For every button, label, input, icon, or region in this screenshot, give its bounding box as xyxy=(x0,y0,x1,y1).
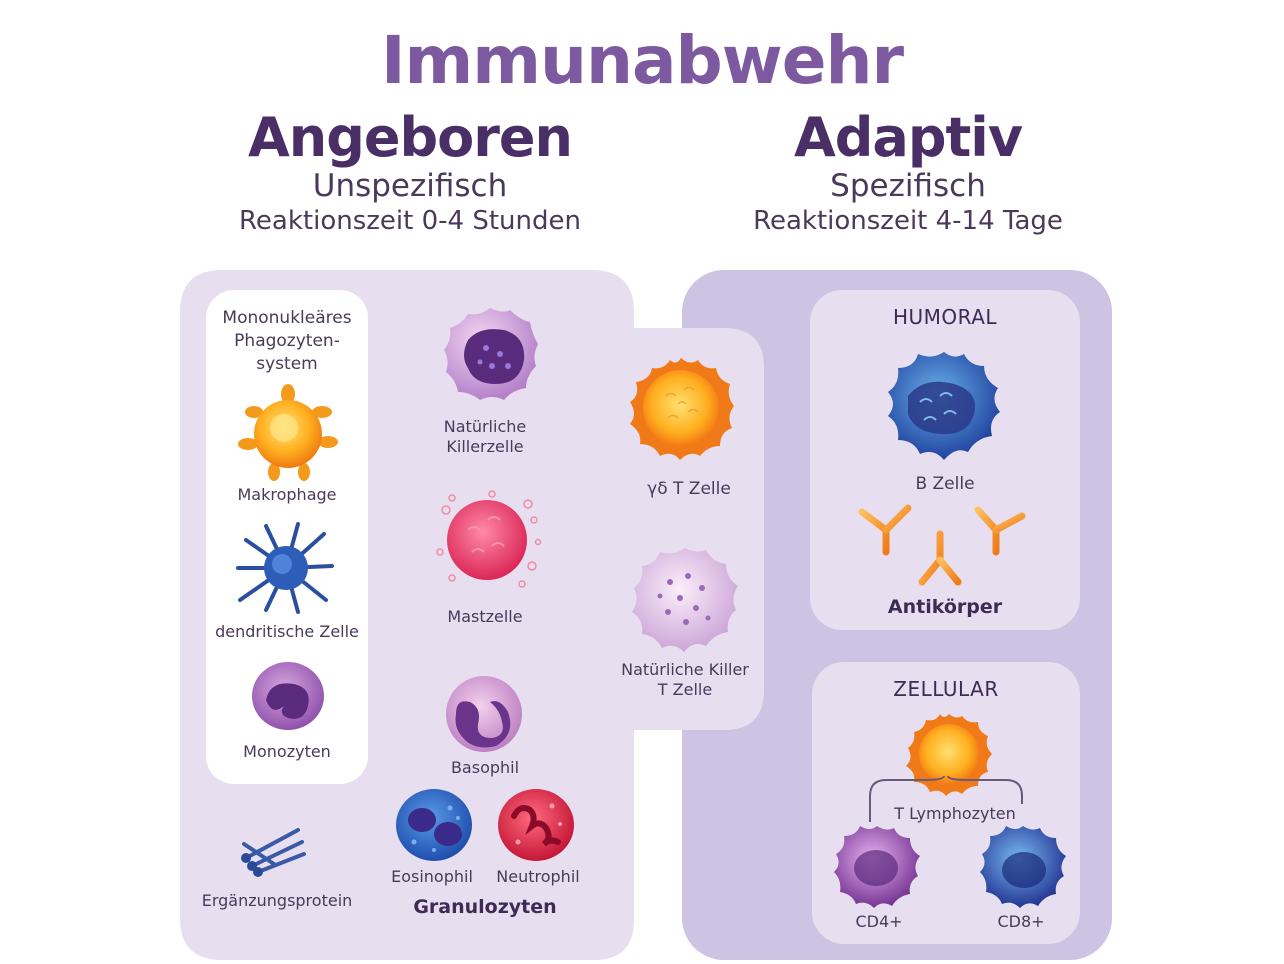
t-lymphocyte-icon xyxy=(906,714,992,796)
nk-cell-label: Natürliche Killerzelle xyxy=(410,417,560,457)
antibody-left xyxy=(858,504,912,560)
mps-title-line-2: Phagozyten- xyxy=(234,331,340,351)
nkt-cell-icon xyxy=(632,548,738,652)
mps-title-line-3: system xyxy=(256,354,318,374)
cd8-cell-icon xyxy=(980,826,1066,908)
dendritic-cell-label: dendritische Zelle xyxy=(215,622,359,641)
complement-protein-icon xyxy=(241,828,306,877)
humoral-title: HUMORAL xyxy=(892,305,998,329)
cd4-cell-icon xyxy=(834,826,920,908)
t-lymphocyte-connector xyxy=(869,775,1023,822)
monocyte-icon xyxy=(252,662,324,730)
neutrophil-label: Neutrophil xyxy=(496,867,580,886)
nk-cell-icon xyxy=(444,308,538,400)
nkt-cell-label-line-2: T Zelle xyxy=(657,680,713,699)
macrophage-label: Makrophage xyxy=(237,485,337,504)
antibody-middle xyxy=(918,530,962,586)
innate-subheading: Unspezifisch xyxy=(312,168,508,204)
mps-title-line-1: Mononukleäres xyxy=(222,308,352,328)
adaptive-heading: Adaptiv xyxy=(793,106,1023,169)
complement-protein-label: Ergänzungsprotein xyxy=(201,891,353,910)
adaptive-header: Adaptiv Spezifisch Reaktionszeit 4-14 Ta… xyxy=(658,108,1158,238)
nkt-cell-label: Natürliche Killer T Zelle xyxy=(606,660,764,700)
eosinophil-icon xyxy=(396,789,472,861)
nkt-cell-label-line-1: Natürliche Killer xyxy=(621,660,749,679)
monocyte-label: Monozyten xyxy=(243,742,331,761)
mast-cell-label: Mastzelle xyxy=(447,607,523,626)
neutrophil-icon xyxy=(498,789,574,861)
mast-cell-icon xyxy=(436,490,542,588)
cellular-title: ZELLULAR xyxy=(893,677,999,701)
innate-heading: Angeboren xyxy=(248,106,573,169)
b-cell-icon xyxy=(888,352,1000,460)
antibody-right xyxy=(974,506,1026,560)
macrophage-icon xyxy=(238,384,338,481)
nk-cell-label-line-1: Natürliche xyxy=(443,417,527,436)
antibodies-icon xyxy=(858,504,1026,586)
gamma-delta-t-cell-icon xyxy=(630,358,734,460)
basophil-icon xyxy=(446,676,522,752)
cd4-label: CD4+ xyxy=(855,912,903,931)
cd8-label: CD8+ xyxy=(997,912,1045,931)
gamma-delta-t-cell-label: γδ T Zelle xyxy=(647,479,731,499)
adaptive-reaction-time: Reaktionszeit 4-14 Tage xyxy=(753,206,1063,236)
antibodies-label: Antikörper xyxy=(887,596,1003,618)
innate-reaction-time: Reaktionszeit 0-4 Stunden xyxy=(239,206,581,236)
mps-title: Mononukleäres Phagozyten- system xyxy=(206,307,368,376)
granulocytes-label: Granulozyten xyxy=(413,896,557,918)
nk-cell-label-line-2: Killerzelle xyxy=(446,437,524,456)
dendritic-cell-icon xyxy=(236,522,334,614)
adaptive-subheading: Spezifisch xyxy=(830,168,986,204)
diagram-title: Immunabwehr xyxy=(380,22,904,99)
basophil-label: Basophil xyxy=(450,758,520,777)
eosinophil-label: Eosinophil xyxy=(391,867,473,886)
b-cell-label: B Zelle xyxy=(915,474,975,494)
t-lymphocyte-label: T Lymphozyten xyxy=(880,804,1030,824)
innate-header: Angeboren Unspezifisch Reaktionszeit 0-4… xyxy=(160,108,660,238)
